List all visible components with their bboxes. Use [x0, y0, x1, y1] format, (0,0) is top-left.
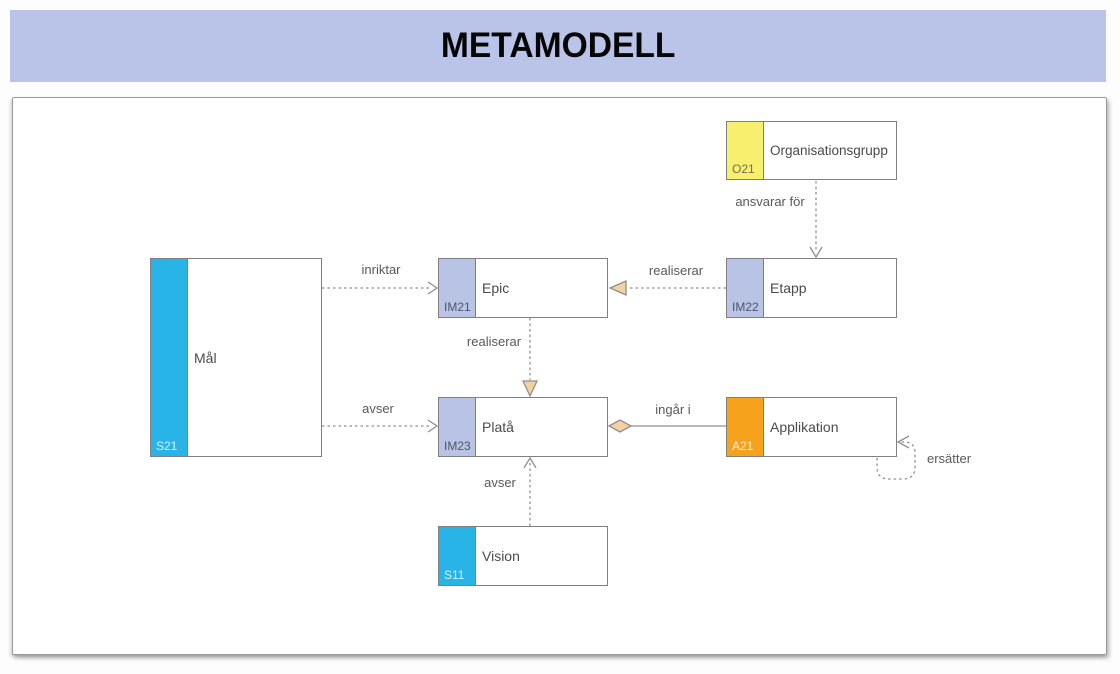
relation-label-avser-vision-plata: avser [484, 475, 516, 490]
entity-organisationsgrupp-tab: O21 [727, 122, 764, 179]
entity-etapp-tab: IM22 [727, 259, 764, 317]
entity-mal-body: Mål [188, 259, 321, 456]
relation-label-inriktar: inriktar [361, 262, 401, 277]
entity-applikation-id: A21 [732, 439, 754, 453]
entity-plata: IM23 Platå [438, 397, 608, 457]
entity-applikation: A21 Applikation [726, 397, 897, 457]
relation-label-ingar-i: ingår i [655, 402, 691, 417]
entity-vision: S11 Vision [438, 526, 608, 586]
relation-label-realiserar-epic-plata: realiserar [466, 334, 522, 349]
entity-vision-label: Vision [482, 548, 520, 564]
entity-applikation-tab: A21 [727, 398, 764, 456]
entity-plata-tab: IM23 [439, 398, 476, 456]
entity-epic-tab: IM21 [439, 259, 476, 317]
entity-plata-label: Platå [482, 419, 514, 435]
relation-label-realiserar-etapp-epic: realiserar [648, 263, 704, 278]
entity-plata-body: Platå [476, 398, 607, 456]
entity-organisationsgrupp-label: Organisationsgrupp [770, 143, 888, 158]
entity-epic-label: Epic [482, 280, 510, 296]
page-title: METAMODELL [440, 26, 676, 65]
entity-organisationsgrupp-body: Organisationsgrupp [764, 122, 896, 179]
entity-organisationsgrupp: O21 Organisationsgrupp [726, 121, 897, 180]
entity-epic: IM21 Epic [438, 258, 608, 318]
relation-label-ansvarar-for: ansvarar för [735, 194, 805, 209]
entity-plata-id: IM23 [444, 439, 471, 453]
entity-mal: S21 Mål [150, 258, 322, 457]
entity-vision-id: S11 [444, 568, 465, 582]
entity-epic-body: Epic [476, 259, 607, 317]
entity-etapp: IM22 Etapp [726, 258, 897, 318]
entity-mal-label: Mål [194, 349, 217, 366]
entity-epic-id: IM21 [444, 300, 471, 314]
entity-etapp-id: IM22 [732, 300, 759, 314]
entity-vision-tab: S11 [439, 527, 476, 585]
title-banner: METAMODELL [10, 10, 1106, 82]
entity-applikation-body: Applikation [764, 398, 896, 456]
entity-mal-tab: S21 [151, 259, 188, 456]
entity-etapp-body: Etapp [764, 259, 896, 317]
entity-applikation-label: Applikation [770, 419, 839, 435]
entity-mal-id: S21 [156, 439, 178, 453]
entity-etapp-label: Etapp [770, 280, 807, 296]
entity-vision-body: Vision [476, 527, 607, 585]
relation-label-avser-mal-plata: avser [362, 401, 394, 416]
entity-organisationsgrupp-id: O21 [732, 162, 755, 176]
relation-label-ersatter: ersätter [926, 451, 972, 466]
